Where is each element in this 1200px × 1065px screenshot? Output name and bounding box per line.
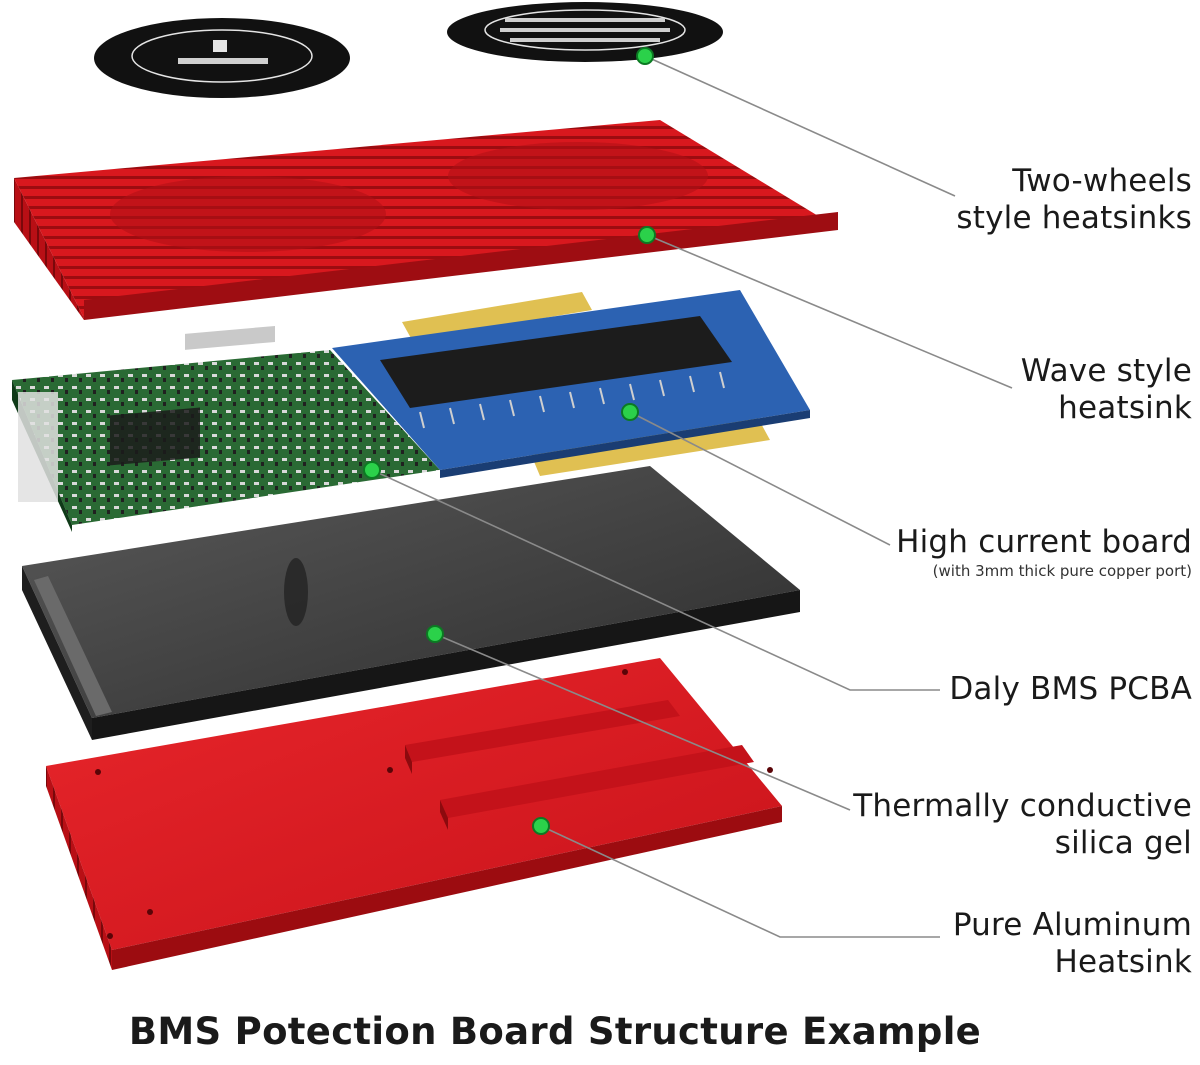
label-silica-line2: silica gel [1054,825,1192,861]
marker-dot [426,625,444,643]
leader-line-silica [434,633,851,811]
label-wave-line2: heatsink [1058,390,1192,426]
label-daly-line1: Daly BMS PCBA [949,671,1192,707]
label-wave: Wave style heatsink [1021,353,1192,427]
label-high-current-line1: High current board [896,524,1192,560]
label-aluminum: Pure Aluminum Heatsink [953,907,1192,981]
leader-line-wave [646,234,1013,389]
leader-line-aluminum [540,825,940,938]
label-daly: Daly BMS PCBA [949,671,1192,708]
marker-dot [363,461,381,479]
label-aluminum-line2: Heatsink [1054,944,1192,980]
marker-dot [532,817,550,835]
label-high-current-note: (with 3mm thick pure copper port) [932,562,1192,580]
marker-dot [638,226,656,244]
aluminum-base-plate [46,658,782,970]
label-aluminum-line1: Pure Aluminum [952,907,1192,943]
markers [363,47,656,835]
label-high-current: High current board (with 3mm thick pure … [896,524,1192,581]
high-current-board [332,290,810,478]
wheel-heatsink-right [447,2,723,62]
wheel-heatsink-left [94,18,350,98]
diagram-caption: BMS Potection Board Structure Example [128,1010,982,1053]
leader-line-high-current [629,411,891,546]
label-silica: Thermally conductive silica gel [853,788,1192,862]
daly-bms-pcba [12,325,440,532]
silica-gel-pad [22,466,800,740]
wave-heatsink [14,120,838,320]
label-wave-line1: Wave style [1020,353,1192,389]
label-two-wheels-line1: Two-wheels [1012,163,1192,199]
marker-dot [636,47,654,65]
label-two-wheels-line2: style heatsinks [956,200,1192,236]
leader-line-daly [371,469,940,691]
label-two-wheels: Two-wheels style heatsinks [956,163,1192,237]
leader-line-two-wheels [644,55,956,197]
marker-dot [621,403,639,421]
label-silica-line1: Thermally conductive [853,788,1192,824]
